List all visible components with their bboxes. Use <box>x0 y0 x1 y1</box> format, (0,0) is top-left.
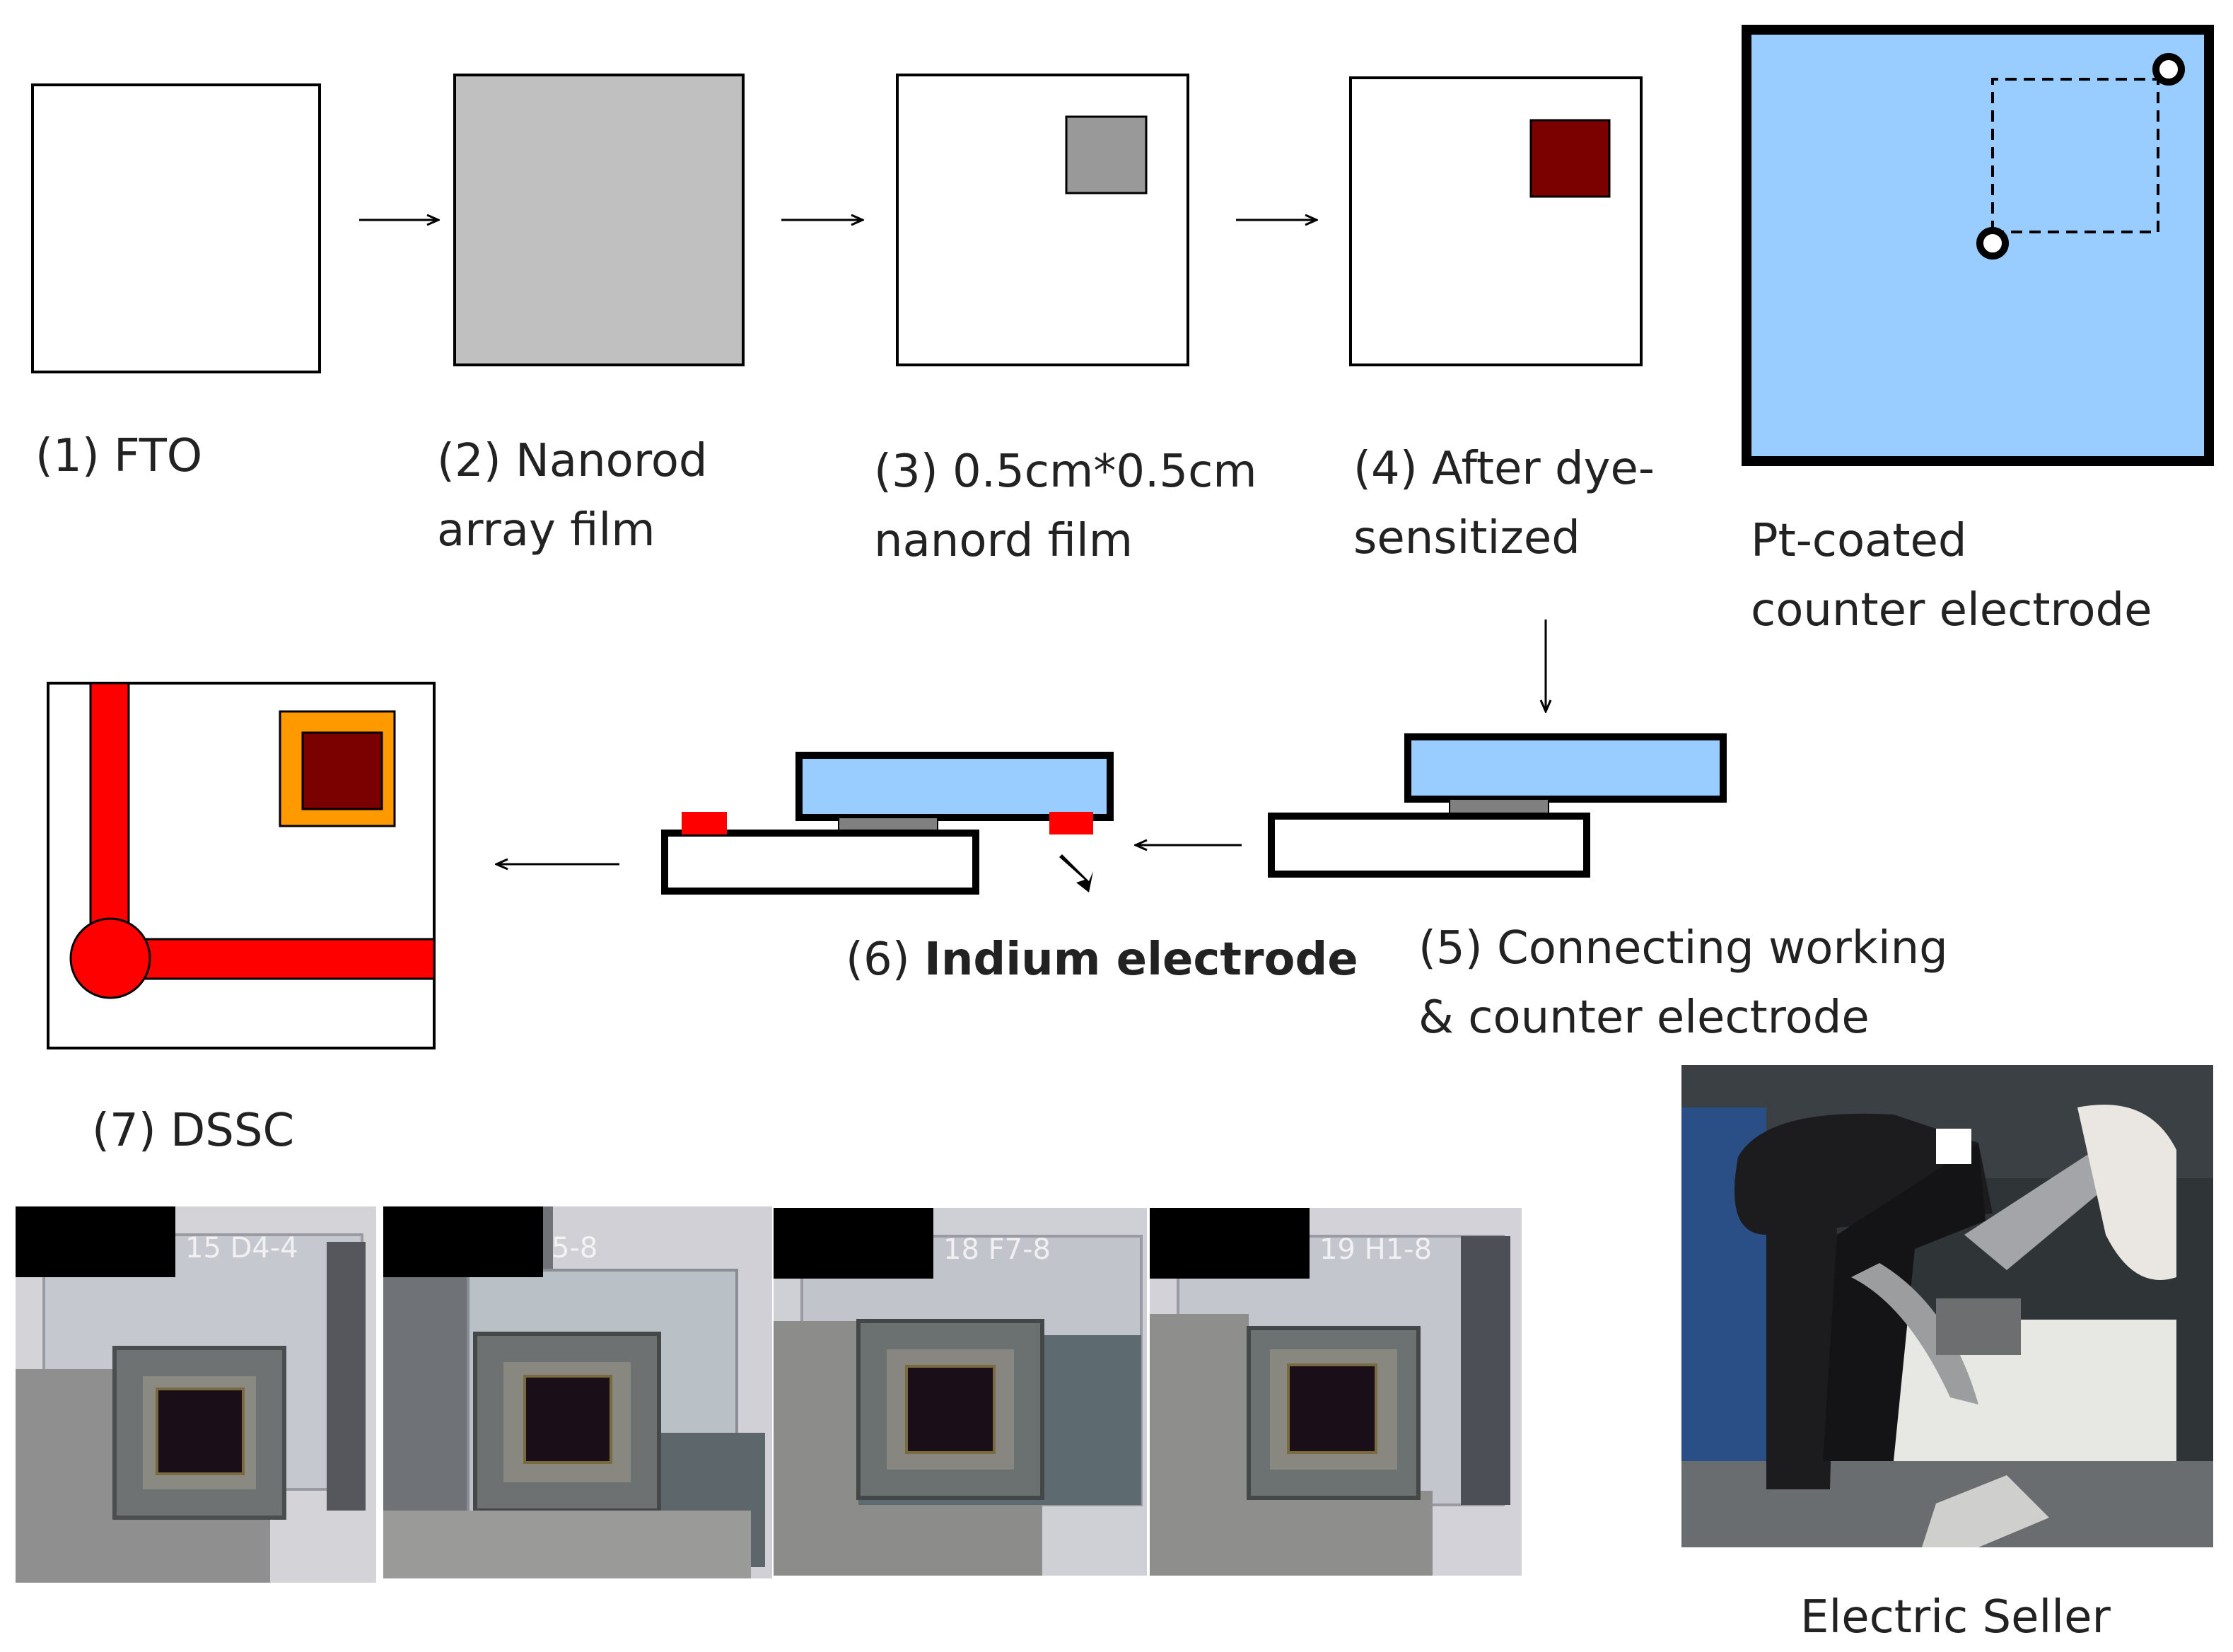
sample-photo-3: 18 F7-8 <box>774 1208 1147 1576</box>
indium-strip-horizontal <box>110 938 436 980</box>
pointer-icon <box>1059 854 1093 892</box>
sample-photo-1: 15 D4-4 <box>16 1206 376 1583</box>
label-step1: (1) FTO <box>35 430 203 482</box>
label-step7: (7) DSSC <box>92 1105 295 1157</box>
sample-photo-4: 19 H1-8 <box>1150 1208 1522 1576</box>
sample-label-2: 5-8 <box>552 1232 597 1264</box>
dssc-active-area <box>301 731 383 810</box>
sample-label-1: 15 D4-4 <box>185 1232 298 1264</box>
dye-sensitized-film <box>1529 119 1611 198</box>
label-step5: (5) Connecting working& counter electrod… <box>1418 922 1948 1044</box>
small-nanorod-film <box>1065 115 1148 194</box>
indium-pad-right <box>1049 812 1093 834</box>
electric-sealer-photo <box>1681 1065 2213 1547</box>
sample-label-4: 19 H1-8 <box>1319 1233 1432 1266</box>
label-electric-seller: Electric Seller <box>1800 1591 2111 1644</box>
label-step4: (4) After dye-sensitized <box>1353 443 1655 564</box>
label-step6: (6) Indium electrode <box>846 933 1358 986</box>
indium-contact-dot <box>69 917 151 999</box>
drill-hole-bottom <box>1976 227 2009 260</box>
step5-working-glass <box>1268 813 1590 878</box>
step5-counter-glass <box>1404 733 1727 803</box>
step6-counter-glass <box>795 752 1114 821</box>
drill-hole-top <box>2152 53 2185 86</box>
sample-label-3: 18 F7-8 <box>943 1233 1051 1266</box>
indium-pad-left <box>682 812 727 834</box>
step6-working-glass <box>661 830 979 895</box>
nanorod-array-film <box>453 74 745 366</box>
sample-photo-2: 5-8 <box>383 1206 772 1578</box>
fto-substrate <box>31 83 321 373</box>
